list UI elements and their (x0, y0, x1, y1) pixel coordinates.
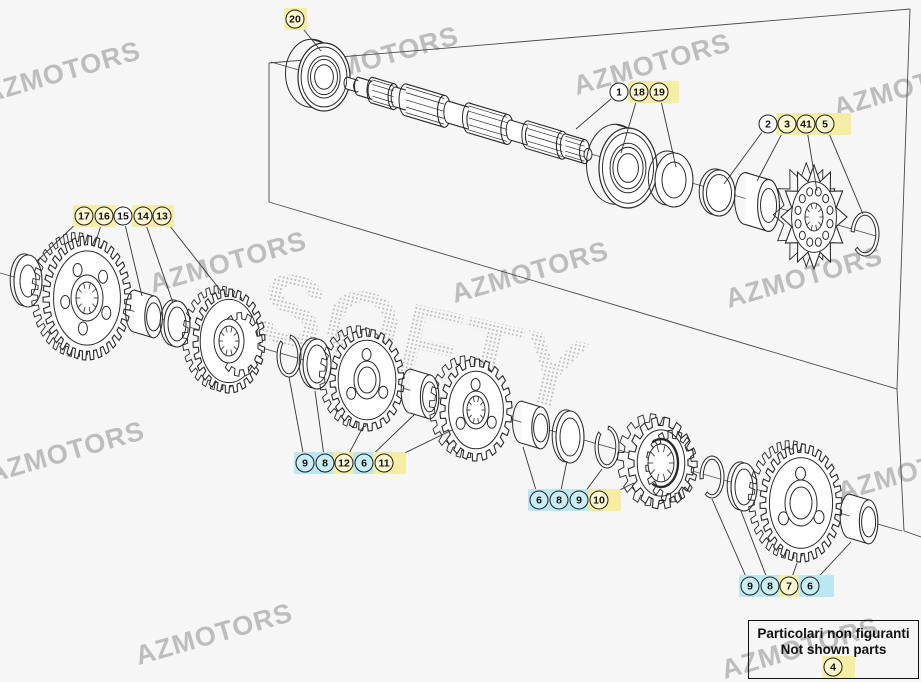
callout-13[interactable]: 13 (152, 206, 172, 226)
callout-12[interactable]: 12 (334, 453, 354, 473)
callout-11[interactable]: 11 (374, 453, 394, 473)
note-line-italian: Particolari non figuranti (757, 626, 910, 641)
callout-10[interactable]: 10 (589, 490, 609, 510)
callout-3[interactable]: 3 (777, 114, 797, 134)
callout-6[interactable]: 6 (800, 576, 820, 596)
callout-9[interactable]: 9 (569, 490, 589, 510)
callout-41[interactable]: 41 (796, 114, 816, 134)
callout-20[interactable]: 20 (285, 9, 305, 29)
callout-17[interactable]: 17 (74, 206, 94, 226)
callout-19[interactable]: 19 (649, 82, 669, 102)
callout-4[interactable]: 4 (823, 657, 843, 677)
callout-7[interactable]: 7 (779, 576, 799, 596)
callout-18[interactable]: 18 (629, 82, 649, 102)
callout-9[interactable]: 9 (740, 576, 760, 596)
callout-15[interactable]: 15 (113, 206, 133, 226)
not-shown-parts-box: Particolari non figuranti Not shown part… (748, 620, 919, 679)
callout-6[interactable]: 6 (354, 453, 374, 473)
note-line-english: Not shown parts (780, 642, 887, 657)
callout-14[interactable]: 14 (133, 206, 153, 226)
callout-8[interactable]: 8 (315, 453, 335, 473)
callout-16[interactable]: 16 (94, 206, 114, 226)
callout-8[interactable]: 8 (549, 490, 569, 510)
callout-9[interactable]: 9 (295, 453, 315, 473)
callout-5[interactable]: 5 (815, 114, 835, 134)
callout-1[interactable]: 1 (609, 82, 629, 102)
callout-2[interactable]: 2 (758, 114, 778, 134)
callout-6[interactable]: 6 (529, 490, 549, 510)
callout-8[interactable]: 8 (760, 576, 780, 596)
